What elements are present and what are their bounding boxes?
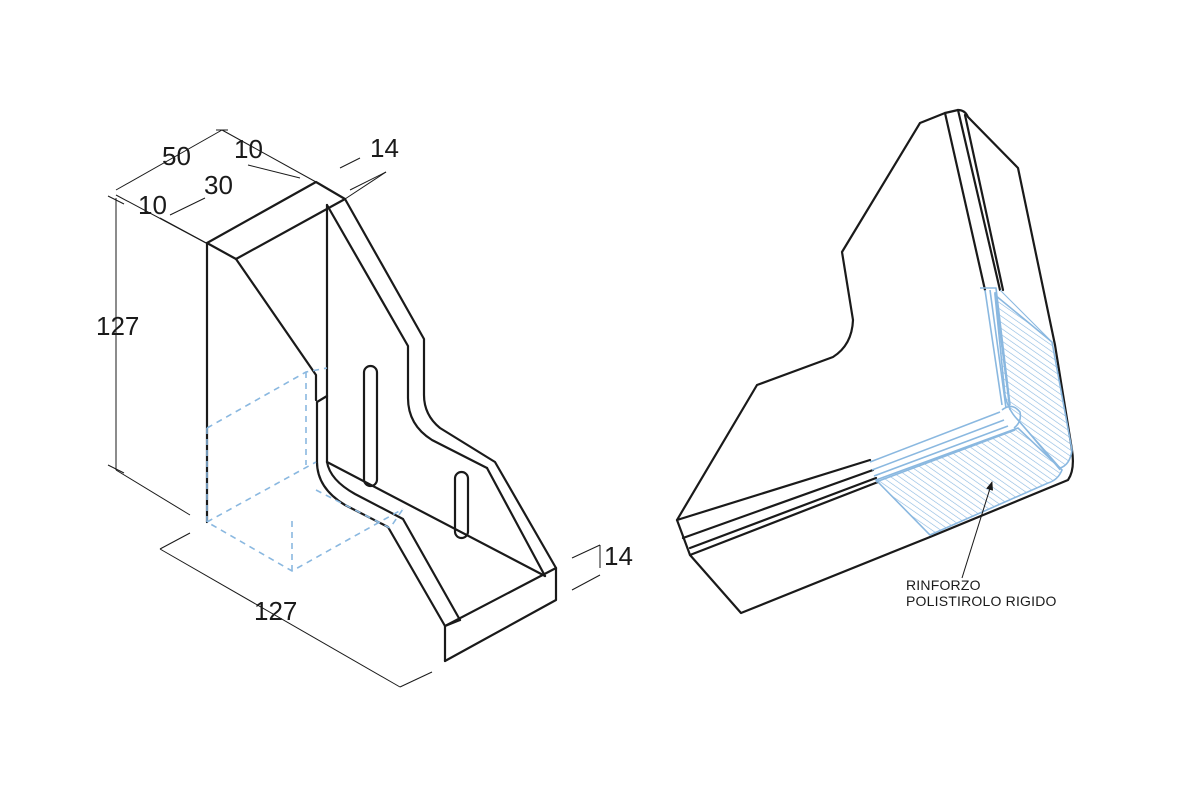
hidden-lines (206, 367, 404, 572)
isometric-corner-view: 127 50 10 14 30 10 127 14 (96, 129, 633, 688)
side-wall-outline (343, 197, 558, 570)
dimension-lines (107, 129, 601, 688)
base-plate-front (443, 566, 558, 663)
dim-inner-30: 30 (204, 170, 233, 200)
note-leader (961, 481, 994, 579)
dim-flange-14: 14 (370, 133, 399, 163)
front-lower-inner (325, 460, 462, 622)
corner-outline (675, 108, 1074, 615)
hatch-lower (874, 427, 1063, 536)
dim-top-10: 10 (234, 134, 263, 164)
slot-upper (362, 364, 379, 488)
dim-width-50: 50 (162, 141, 191, 171)
dim-base-127: 127 (254, 596, 297, 626)
side-wall-inner (325, 203, 489, 470)
dim-height-127: 127 (96, 311, 139, 341)
slot-lower (453, 470, 470, 540)
dim-left-10: 10 (138, 190, 167, 220)
corner-detail-view: RINFORZO POLISTIROLO RIGIDO (675, 108, 1074, 615)
dim-base-14: 14 (604, 541, 633, 571)
note-line-1: RINFORZO (906, 577, 981, 593)
note-line-2: POLISTIROLO RIGIDO (906, 593, 1057, 609)
reinforcement-insert (869, 287, 1073, 536)
base-plate-top (325, 460, 547, 578)
back-wall-inner-edge (234, 257, 318, 402)
